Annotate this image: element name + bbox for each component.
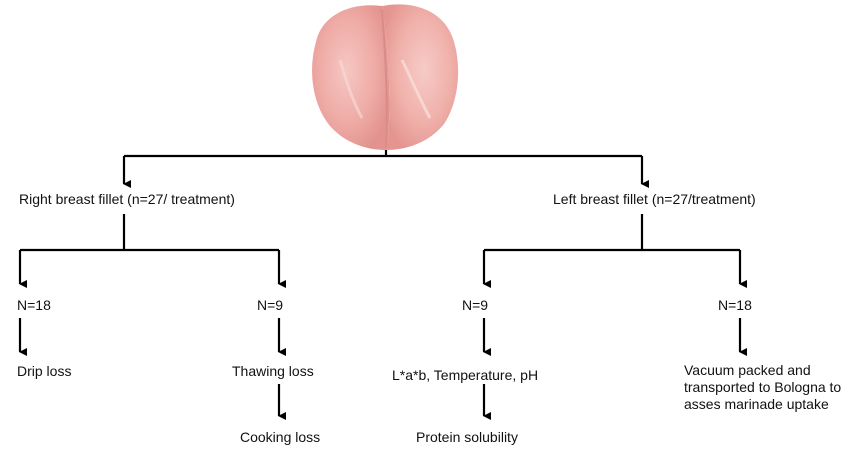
chicken-breast-icon — [312, 4, 459, 150]
left-n9-label: N=9 — [462, 297, 489, 313]
protein-solubility-label: Protein solubility — [416, 429, 518, 445]
left-breast-fillet-label: Left breast fillet (n=27/treatment) — [553, 191, 756, 207]
right-breast-fillet-label: Right breast fillet (n=27/ treatment) — [19, 191, 235, 207]
drip-loss-label: Drip loss — [17, 363, 72, 379]
color-temperature-ph-label: L*a*b, Temperature, pH — [392, 367, 539, 383]
left-n18-label: N=18 — [718, 297, 752, 313]
vacuum-packed-label: Vacuum packed and transported to Bologna… — [684, 362, 842, 412]
right-n9-label: N=9 — [257, 297, 284, 313]
cooking-loss-label: Cooking loss — [240, 429, 321, 445]
right-n18-label: N=18 — [17, 297, 51, 313]
thawing-loss-label: Thawing loss — [232, 363, 314, 379]
